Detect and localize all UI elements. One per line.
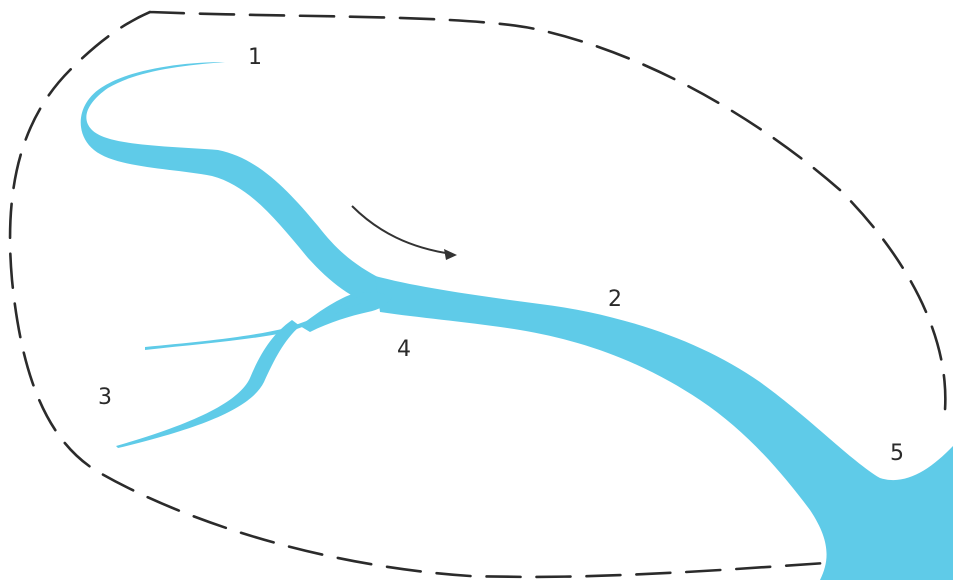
river-main-channel <box>375 276 953 580</box>
label-mouth: 5 <box>890 441 904 466</box>
curved-arrow-icon <box>352 206 457 260</box>
label-tributary: 3 <box>98 385 112 410</box>
label-main-channel: 2 <box>608 287 622 312</box>
river-confluence <box>300 292 392 332</box>
label-confluence: 4 <box>397 337 411 362</box>
river-upper-reach <box>81 62 388 308</box>
tributary-lower <box>116 320 300 448</box>
label-source: 1 <box>248 45 262 70</box>
